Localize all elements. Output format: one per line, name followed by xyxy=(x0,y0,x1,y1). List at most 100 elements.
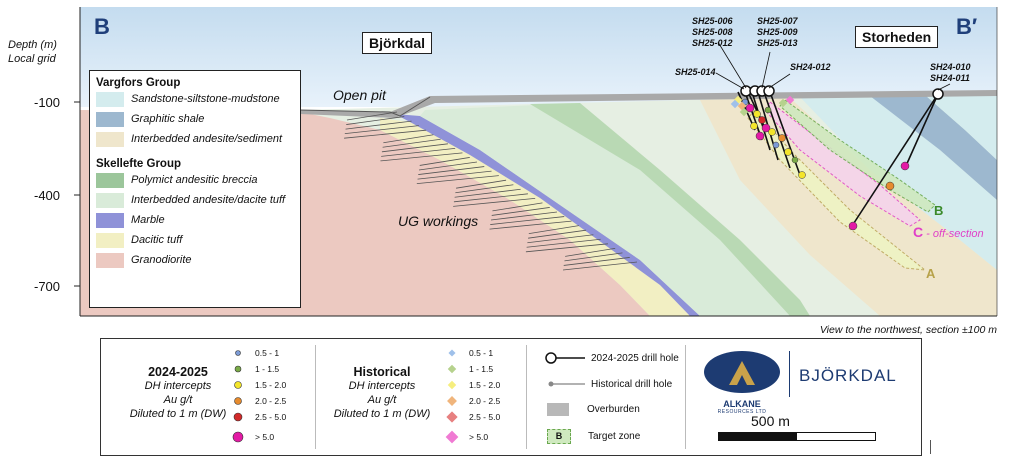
ug-working-line xyxy=(344,129,427,139)
ug-workings-lines xyxy=(344,111,638,271)
new-range-row: 2.0 - 2.5 xyxy=(227,393,286,409)
ug-working-line xyxy=(489,220,572,230)
place-bjorkdal: Björkdal xyxy=(362,32,433,54)
key-historical-title: Historical xyxy=(353,365,411,379)
ug-working-line xyxy=(383,134,434,144)
target-zone-c-label: C - off-section xyxy=(913,224,984,240)
ug-working-line xyxy=(564,252,623,262)
hole-label-group-4: SH24-012 xyxy=(790,62,831,73)
open-pit-label: Open pit xyxy=(333,87,386,103)
ug-working-line xyxy=(344,125,419,135)
hist-range-row: 2.0 - 2.5 xyxy=(441,393,500,409)
hole-label: SH25-006 xyxy=(692,16,733,26)
target-zone-swatch: B xyxy=(547,429,571,444)
hole-label-leader xyxy=(937,83,951,91)
key-new-text: 2024-2025 DH intercepts Au g/t Diluted t… xyxy=(123,365,233,421)
hist-range-row: 1 - 1.5 xyxy=(441,361,500,377)
intercept-marker xyxy=(798,171,806,179)
target-zone-c-note: - off-section xyxy=(923,228,984,240)
ug-working-line xyxy=(346,111,398,121)
alkane-subtitle: RESOURCES LTD xyxy=(717,409,767,415)
key-historical-sub3: Diluted to 1 m (DW) xyxy=(333,408,431,420)
legend-item-label: Graphitic shale xyxy=(131,113,205,125)
key-historical-text: Historical DH intercepts Au g/t Diluted … xyxy=(327,365,437,421)
hist-range-marker-icon xyxy=(441,346,463,360)
legend-item-label: Sandstone-siltstone-mudstone xyxy=(131,93,280,105)
sandstone-unit-east xyxy=(925,93,997,160)
key-edge-mark xyxy=(930,440,931,454)
alkane-logo: ALKANE RESOURCES LTD xyxy=(703,349,781,415)
key-drill-hist: Historical drill hole xyxy=(543,377,672,391)
new-range-row: 2.5 - 5.0 xyxy=(227,409,286,425)
new-range-marker-icon xyxy=(227,430,249,444)
hist-range-label: 2.0 - 2.5 xyxy=(469,396,501,406)
section-start-label: B xyxy=(94,14,110,39)
legend-swatch xyxy=(96,172,124,188)
place-storheden: Storheden xyxy=(855,26,939,48)
drill-new-symbol-icon xyxy=(545,352,585,364)
key-target-zone: B Target zone xyxy=(547,429,640,444)
new-range-row: 1.5 - 2.0 xyxy=(227,377,286,393)
open-pit-outline xyxy=(299,96,431,117)
legend-item: Dacitic tuff xyxy=(96,230,294,250)
hist-range-label: > 5.0 xyxy=(469,432,489,442)
hole-label: SH25-012 xyxy=(692,38,733,48)
intercept-marker xyxy=(768,128,776,136)
logo-divider xyxy=(789,351,790,397)
hole-label: SH24-010 xyxy=(930,62,971,72)
ug-working-line xyxy=(565,247,616,257)
depth-label-400: -400 xyxy=(34,188,61,203)
depth-axis-title: Depth (m) Local grid xyxy=(8,38,57,66)
andesite-dacite-tuff-unit xyxy=(420,104,790,316)
drill-collar xyxy=(763,85,775,97)
target-zone-c-letter: C xyxy=(913,224,924,240)
intercept-marker xyxy=(750,122,758,130)
hole-label: SH25-008 xyxy=(692,27,733,37)
ug-working-line xyxy=(380,152,463,162)
intercept-marker xyxy=(764,106,772,114)
ug-working-line xyxy=(455,184,514,194)
hole-label-group-1: SH25-006 SH25-008 SH25-012 xyxy=(692,16,733,49)
legend-item-label: Interbedded andesite/dacite tuff xyxy=(131,194,286,206)
overburden-swatch xyxy=(547,403,569,416)
intercept-key: 2024-2025 DH intercepts Au g/t Diluted t… xyxy=(100,338,922,456)
hist-range-row: > 5.0 xyxy=(441,429,500,445)
alkane-wordmark: ALKANE xyxy=(723,399,761,409)
key-target-zone-label: Target zone xyxy=(588,431,641,442)
target-zone-b-letter: B xyxy=(934,203,944,218)
drill-hole-trace xyxy=(904,93,939,169)
legend-group-title: Vargfors Group xyxy=(96,77,181,89)
legend-item: Polymict andesitic breccia xyxy=(96,170,294,190)
ug-working-line xyxy=(453,193,528,203)
hist-range-row: 1.5 - 2.0 xyxy=(441,377,500,393)
ug-working-line xyxy=(562,261,638,271)
new-range-marker-icon xyxy=(227,394,249,408)
legend-swatch xyxy=(96,232,124,248)
scale-bar-label: 500 m xyxy=(751,413,790,429)
overburden-strip xyxy=(300,90,997,118)
ug-working-line xyxy=(456,179,507,189)
intercept-marker xyxy=(784,148,792,156)
hole-label-group-3: SH25-014 xyxy=(675,67,716,78)
intercept-marker xyxy=(753,110,761,118)
legend-item: Sandstone-siltstone-mudstone xyxy=(96,89,294,109)
drill-collar xyxy=(932,88,944,100)
hist-range-marker-icon xyxy=(441,410,463,424)
ug-working-line xyxy=(454,188,521,198)
legend-swatch xyxy=(96,212,124,228)
legend-item: Marble xyxy=(96,210,294,230)
hole-label-group-5: SH24-010 SH24-011 xyxy=(930,62,971,84)
legend-item: Graphitic shale xyxy=(96,109,294,129)
ug-working-line xyxy=(381,147,456,157)
legend-item-label: Dacitic tuff xyxy=(131,234,183,246)
new-range-label: 2.5 - 5.0 xyxy=(255,412,287,422)
key-drill-hist-label: Historical drill hole xyxy=(591,378,673,390)
ug-working-line xyxy=(490,216,565,225)
ug-working-line xyxy=(418,161,478,171)
intercept-marker xyxy=(761,123,771,133)
view-direction-note: View to the northwest, section ±100 m xyxy=(819,324,997,336)
hist-range-row: 2.5 - 5.0 xyxy=(441,409,500,425)
legend-swatch xyxy=(96,111,124,127)
legend-swatch xyxy=(96,91,124,107)
key-divider xyxy=(685,345,686,449)
